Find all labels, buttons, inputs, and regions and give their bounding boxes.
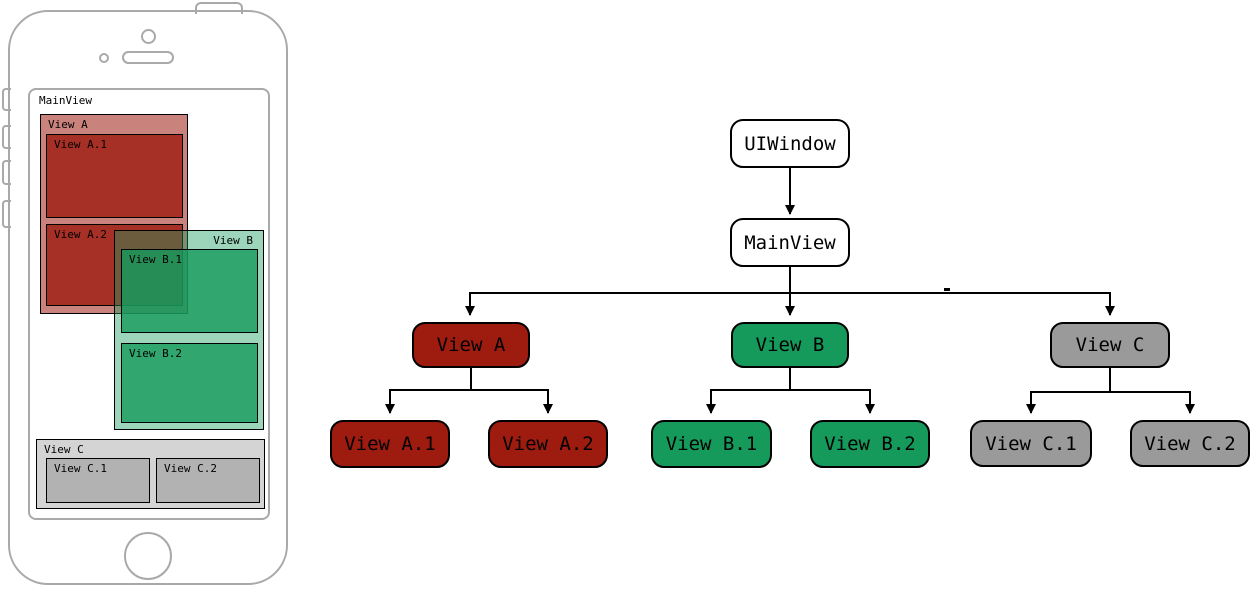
view-a1-label: View A.1 (54, 138, 107, 151)
main-view-label: MainView (39, 94, 92, 107)
power-button (195, 2, 243, 14)
tree-node-view-b1: View B.1 (651, 420, 772, 468)
main-view-screen: MainView View A View A.1 View A.2 View B… (28, 88, 270, 520)
view-a2-label: View A.2 (54, 228, 107, 241)
tree-node-view-c1: View C.1 (970, 420, 1092, 467)
camera-icon (141, 29, 156, 44)
view-c1-box: View C.1 (46, 458, 150, 503)
volume-down-button (2, 160, 11, 185)
sensor-icon (99, 53, 109, 63)
view-b-label: View B (213, 234, 253, 247)
view-b2-label: View B.2 (129, 347, 182, 360)
view-c2-box: View C.2 (156, 458, 260, 503)
view-b-container: View B View B.1 View B.2 (114, 230, 264, 430)
mute-switch (2, 88, 11, 111)
view-c2-label: View C.2 (164, 462, 217, 475)
view-c1-label: View C.1 (54, 462, 107, 475)
view-c-label: View C (44, 443, 84, 456)
iphone-frame (8, 10, 288, 585)
tree-node-view-c: View C (1050, 322, 1170, 368)
view-b1-label: View B.1 (129, 253, 182, 266)
tree-node-mainview: MainView (730, 218, 850, 267)
view-a1-box: View A.1 (46, 134, 183, 218)
tree-node-uiwindow: UIWindow (730, 119, 850, 168)
view-b1-box: View B.1 (121, 249, 258, 333)
speaker-icon (122, 51, 174, 64)
view-c-container: View C View C.1 View C.2 (36, 439, 265, 509)
tree-node-view-a: View A (412, 322, 530, 368)
home-button (124, 532, 172, 580)
line-sketch-artifact (944, 288, 950, 291)
volume-up-button (2, 125, 11, 149)
view-a-label: View A (48, 118, 88, 131)
side-button (2, 200, 11, 228)
tree-node-view-a1: View A.1 (330, 420, 450, 468)
tree-node-view-b: View B (731, 322, 849, 368)
view-b2-box: View B.2 (121, 343, 258, 423)
tree-node-view-c2: View C.2 (1130, 420, 1250, 467)
tree-node-view-a2: View A.2 (488, 420, 608, 468)
tree-node-view-b2: View B.2 (810, 420, 930, 468)
